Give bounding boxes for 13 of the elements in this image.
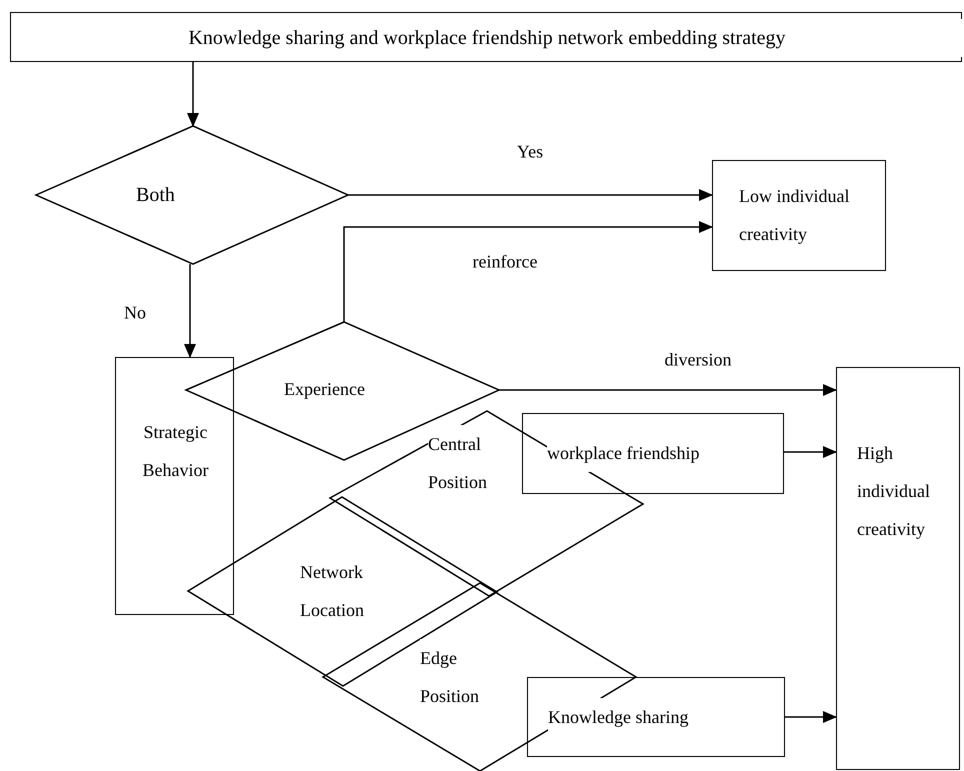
process-box (10, 12, 962, 62)
arrow (784, 446, 837, 458)
process-box (836, 367, 960, 770)
arrow (785, 711, 837, 723)
process-box (527, 677, 785, 757)
process-box (522, 413, 784, 494)
arrow (184, 264, 196, 358)
process-box (115, 357, 234, 615)
arrow (499, 384, 837, 396)
arrow (187, 62, 199, 127)
arrow (343, 221, 713, 322)
arrow (348, 189, 713, 201)
process-box (712, 160, 886, 271)
